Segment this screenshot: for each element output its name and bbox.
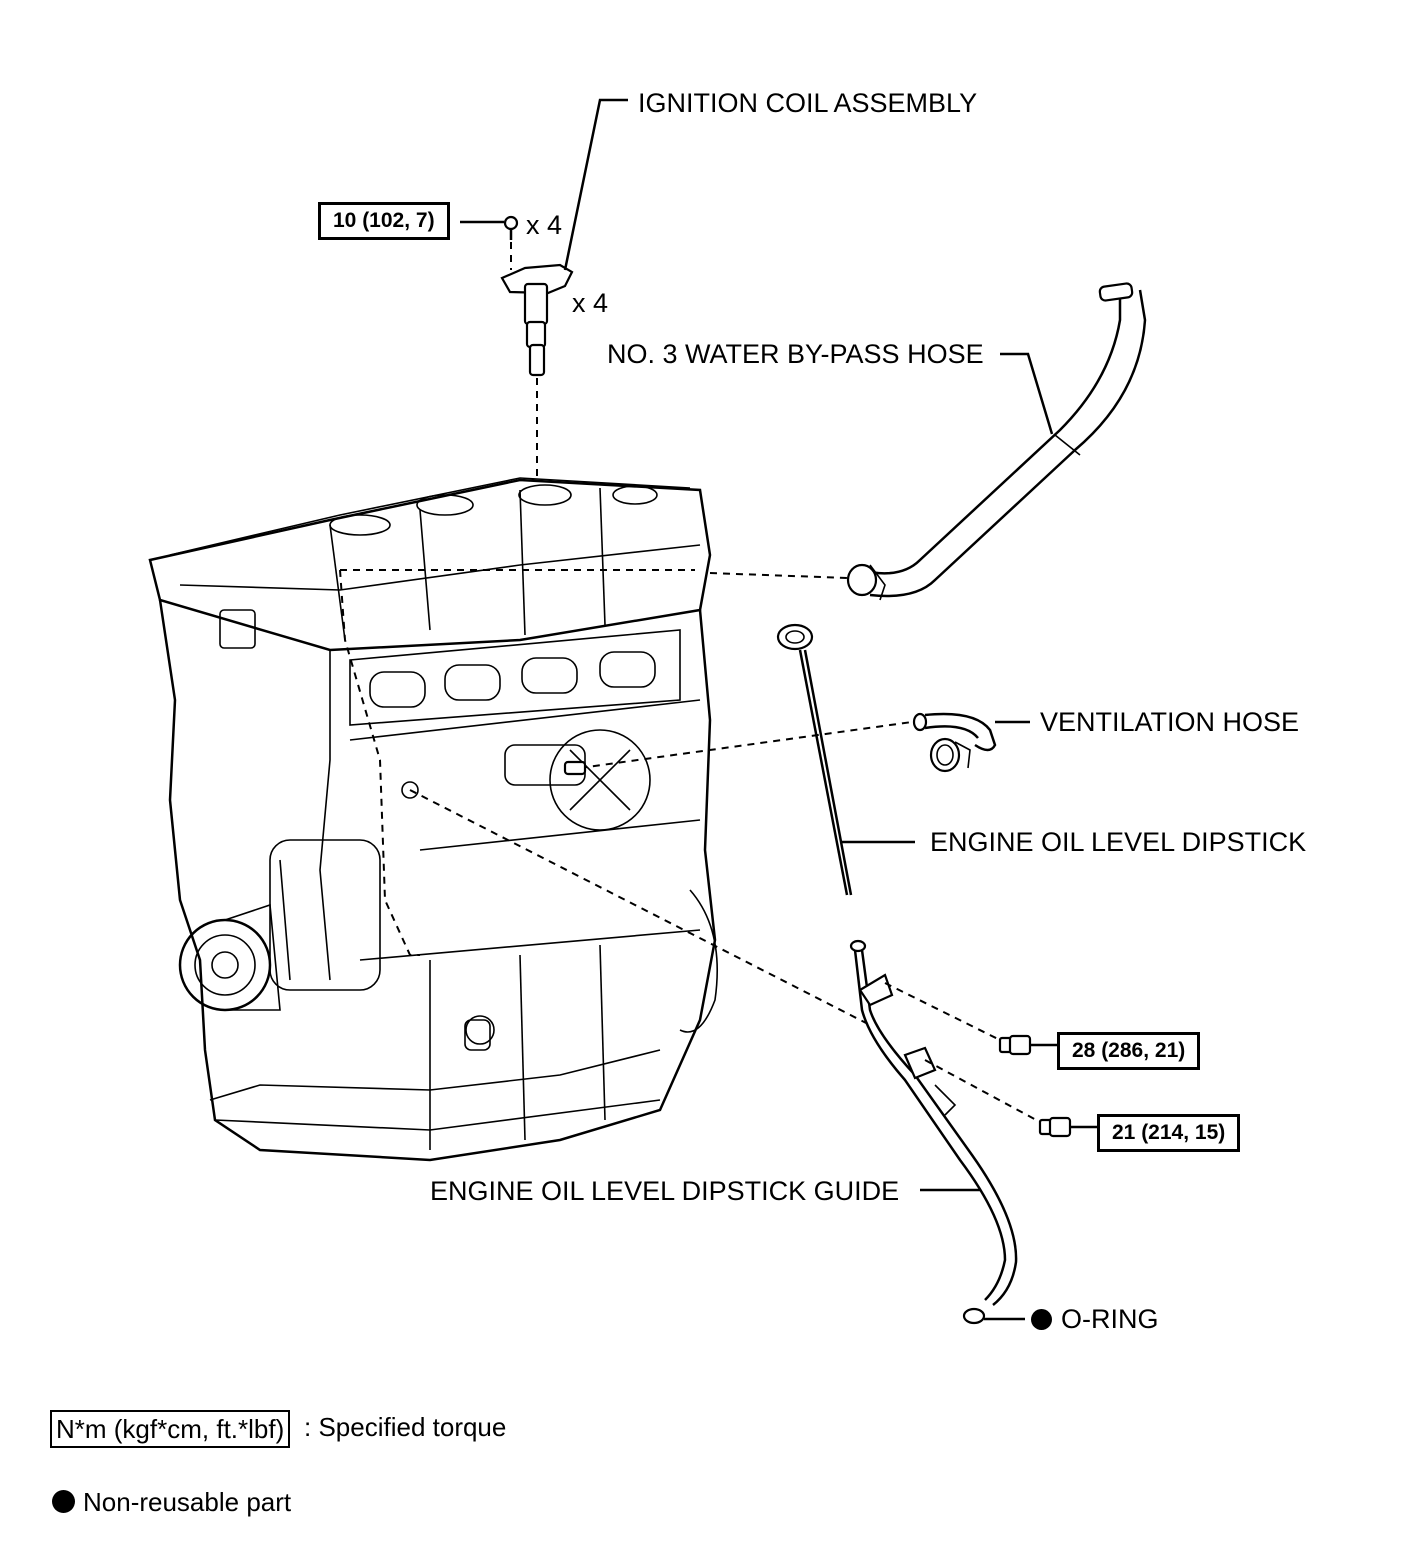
ventilation-hose-label: VENTILATION HOSE bbox=[1040, 707, 1300, 737]
ignition-coil-drawing bbox=[460, 98, 628, 480]
coil-quantity-label: x 4 bbox=[572, 288, 609, 318]
ignition-coil-label: IGNITION COIL ASSEMBLY bbox=[638, 88, 978, 118]
non-reusable-dot-icon bbox=[1031, 1309, 1052, 1330]
bolt-quantity-label: x 4 bbox=[526, 210, 563, 240]
legend-non-reusable: Non-reusable part bbox=[83, 1487, 292, 1517]
water-bypass-hose-drawing bbox=[709, 282, 1147, 601]
legend-non-reusable-dot-icon bbox=[52, 1490, 75, 1513]
coil-bolt-torque: 10 (102, 7) bbox=[318, 202, 450, 240]
guide-upper-bolt-torque: 28 (286, 21) bbox=[1057, 1032, 1201, 1070]
guide-lower-bolt-torque: 21 (214, 15) bbox=[1097, 1114, 1241, 1152]
dipstick-drawing bbox=[776, 623, 915, 896]
dipstick-guide-drawing bbox=[409, 789, 1098, 1325]
legend-torque-desc: : Specified torque bbox=[304, 1412, 507, 1442]
dipstick-guide-label: ENGINE OIL LEVEL DIPSTICK GUIDE bbox=[430, 1176, 900, 1206]
o-ring-label: O-RING bbox=[1061, 1304, 1159, 1334]
engine-block bbox=[148, 477, 718, 1162]
legend-torque-units: N*m (kgf*cm, ft.*lbf) bbox=[50, 1410, 291, 1448]
ventilation-hose-drawing bbox=[563, 712, 1030, 776]
water-hose-label: NO. 3 WATER BY-PASS HOSE bbox=[607, 339, 984, 369]
dipstick-label: ENGINE OIL LEVEL DIPSTICK bbox=[930, 827, 1307, 857]
